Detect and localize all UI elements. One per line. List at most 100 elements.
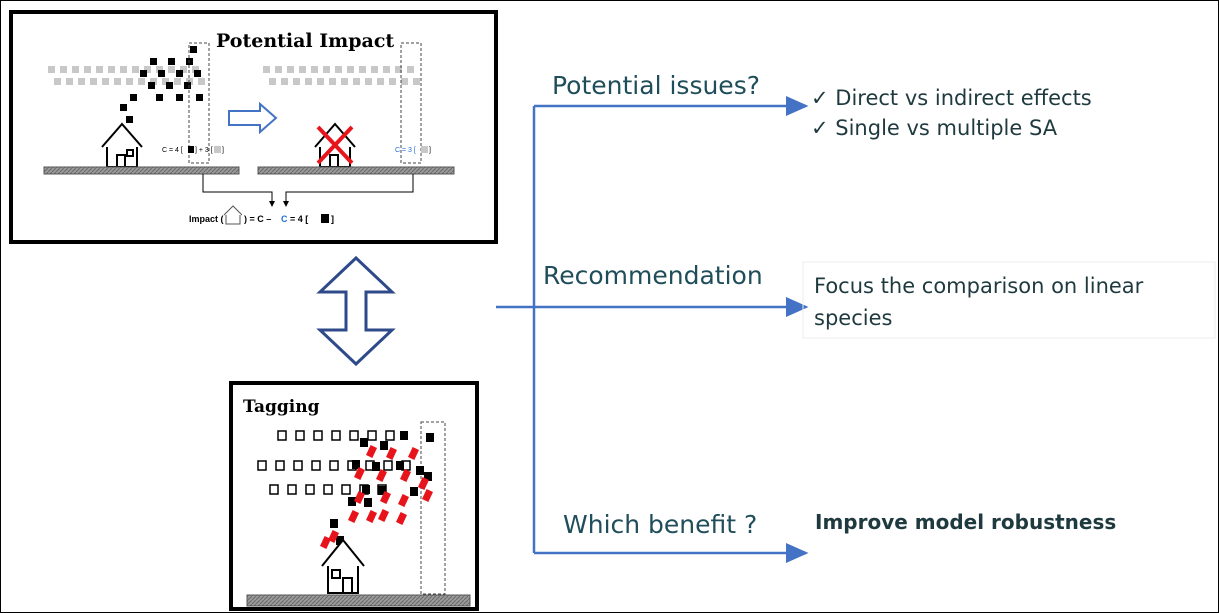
black-particle bbox=[360, 438, 368, 447]
question-recommendation: Recommendation bbox=[543, 261, 763, 290]
c-label-right: C = 3 [ ] bbox=[395, 146, 431, 154]
gray-particle bbox=[180, 66, 187, 73]
red-particles bbox=[320, 445, 433, 549]
black-particle bbox=[396, 461, 404, 470]
black-particle bbox=[424, 472, 432, 481]
gray-particle bbox=[377, 78, 384, 85]
connector-lines bbox=[496, 96, 809, 563]
hollow-particle bbox=[349, 430, 359, 441]
gray-particle bbox=[287, 66, 294, 73]
hollow-particle bbox=[329, 460, 339, 471]
hollow-particle bbox=[305, 484, 315, 495]
answer-focus-comparison: Focus the comparison on linear bbox=[814, 274, 1144, 298]
red-particle bbox=[386, 447, 397, 460]
red-particle bbox=[396, 512, 407, 525]
column-tagging bbox=[420, 421, 446, 595]
red-particle bbox=[320, 536, 331, 549]
potential-impact-title: Potential Impact bbox=[216, 30, 395, 52]
black-particle bbox=[130, 94, 137, 101]
svg-text:C = 4 [: C = 4 [ bbox=[162, 147, 183, 154]
gray-particle bbox=[72, 66, 79, 73]
gray-particle bbox=[66, 78, 73, 85]
gray-particle bbox=[407, 66, 414, 73]
hollow-particle bbox=[313, 430, 323, 441]
hollow-particle bbox=[367, 430, 377, 441]
ground-left bbox=[43, 166, 240, 175]
gray-particle bbox=[341, 78, 348, 85]
black-particle bbox=[194, 70, 201, 77]
svg-text:] + 3 [: ] + 3 [ bbox=[195, 147, 213, 154]
gray-particle bbox=[359, 66, 366, 73]
red-particle bbox=[348, 510, 359, 523]
gray-particle bbox=[144, 66, 151, 73]
red-particle bbox=[366, 510, 377, 523]
red-particle bbox=[366, 445, 377, 458]
gray-particle bbox=[138, 78, 145, 85]
tagging-panel bbox=[229, 381, 479, 611]
black-particle bbox=[190, 46, 197, 53]
house-tagging-icon bbox=[321, 538, 365, 594]
red-particle bbox=[408, 447, 419, 460]
black-particle bbox=[166, 82, 173, 89]
black-particle bbox=[362, 485, 370, 494]
black-particle bbox=[158, 70, 165, 77]
hollow-particle bbox=[293, 460, 303, 471]
column-left bbox=[188, 42, 210, 164]
black-particle bbox=[330, 519, 338, 528]
double-arrow-icon bbox=[316, 255, 396, 367]
transition-arrow-icon bbox=[228, 101, 278, 135]
gray-particle bbox=[102, 78, 109, 85]
gray-particle bbox=[126, 78, 133, 85]
gray-particle bbox=[305, 78, 312, 85]
gray-particle bbox=[162, 78, 169, 85]
red-particle bbox=[378, 509, 389, 522]
black-particle bbox=[150, 58, 157, 65]
svg-text:C = 3 [: C = 3 [ bbox=[395, 147, 416, 154]
ground-right bbox=[257, 166, 455, 175]
gray-particle bbox=[275, 66, 282, 73]
gray-particle bbox=[84, 66, 91, 73]
black-particle bbox=[364, 498, 372, 507]
gray-particle bbox=[347, 66, 354, 73]
black-particle bbox=[426, 433, 434, 442]
c-label-left: C = 4 [ ] + 3 [ ] bbox=[162, 146, 224, 154]
svg-text:Impact (: Impact ( bbox=[189, 214, 224, 224]
black-particle bbox=[410, 487, 418, 496]
red-particle bbox=[398, 494, 409, 507]
hollow-particle bbox=[257, 460, 267, 471]
gray-particle bbox=[281, 78, 288, 85]
red-particle bbox=[400, 469, 411, 482]
gray-particle bbox=[335, 66, 342, 73]
hollow-particle bbox=[277, 430, 287, 441]
gray-particle bbox=[383, 66, 390, 73]
black-particles bbox=[330, 431, 434, 545]
gray-particle bbox=[329, 78, 336, 85]
hollow-particle bbox=[295, 430, 305, 441]
red-particle bbox=[354, 467, 365, 480]
black-particle bbox=[380, 441, 388, 450]
black-particle bbox=[176, 94, 183, 101]
red-particle bbox=[418, 477, 429, 490]
red-particle bbox=[328, 530, 339, 543]
gray-particle bbox=[293, 78, 300, 85]
svg-text:= 4 [: = 4 [ bbox=[290, 214, 308, 224]
question-potential-issues: Potential issues? bbox=[552, 71, 760, 100]
hollow-particle bbox=[383, 460, 393, 471]
black-particle bbox=[184, 82, 191, 89]
gray-particle bbox=[60, 66, 67, 73]
hollow-particle bbox=[341, 484, 351, 495]
impact-formula: Impact ( ) = C – C = 4 [ ] bbox=[189, 205, 334, 225]
gray-particle bbox=[150, 78, 157, 85]
gray-particle bbox=[90, 78, 97, 85]
svg-text:C: C bbox=[281, 214, 288, 224]
black-particle bbox=[372, 462, 380, 471]
hollow-particle bbox=[385, 430, 395, 441]
black-particle bbox=[352, 460, 360, 469]
gray-particle bbox=[311, 66, 318, 73]
gray-particle bbox=[48, 66, 55, 73]
black-particle bbox=[176, 70, 183, 77]
gray-particle bbox=[192, 66, 199, 73]
cross-icon bbox=[316, 125, 354, 165]
recommendation-box bbox=[802, 261, 1216, 339]
